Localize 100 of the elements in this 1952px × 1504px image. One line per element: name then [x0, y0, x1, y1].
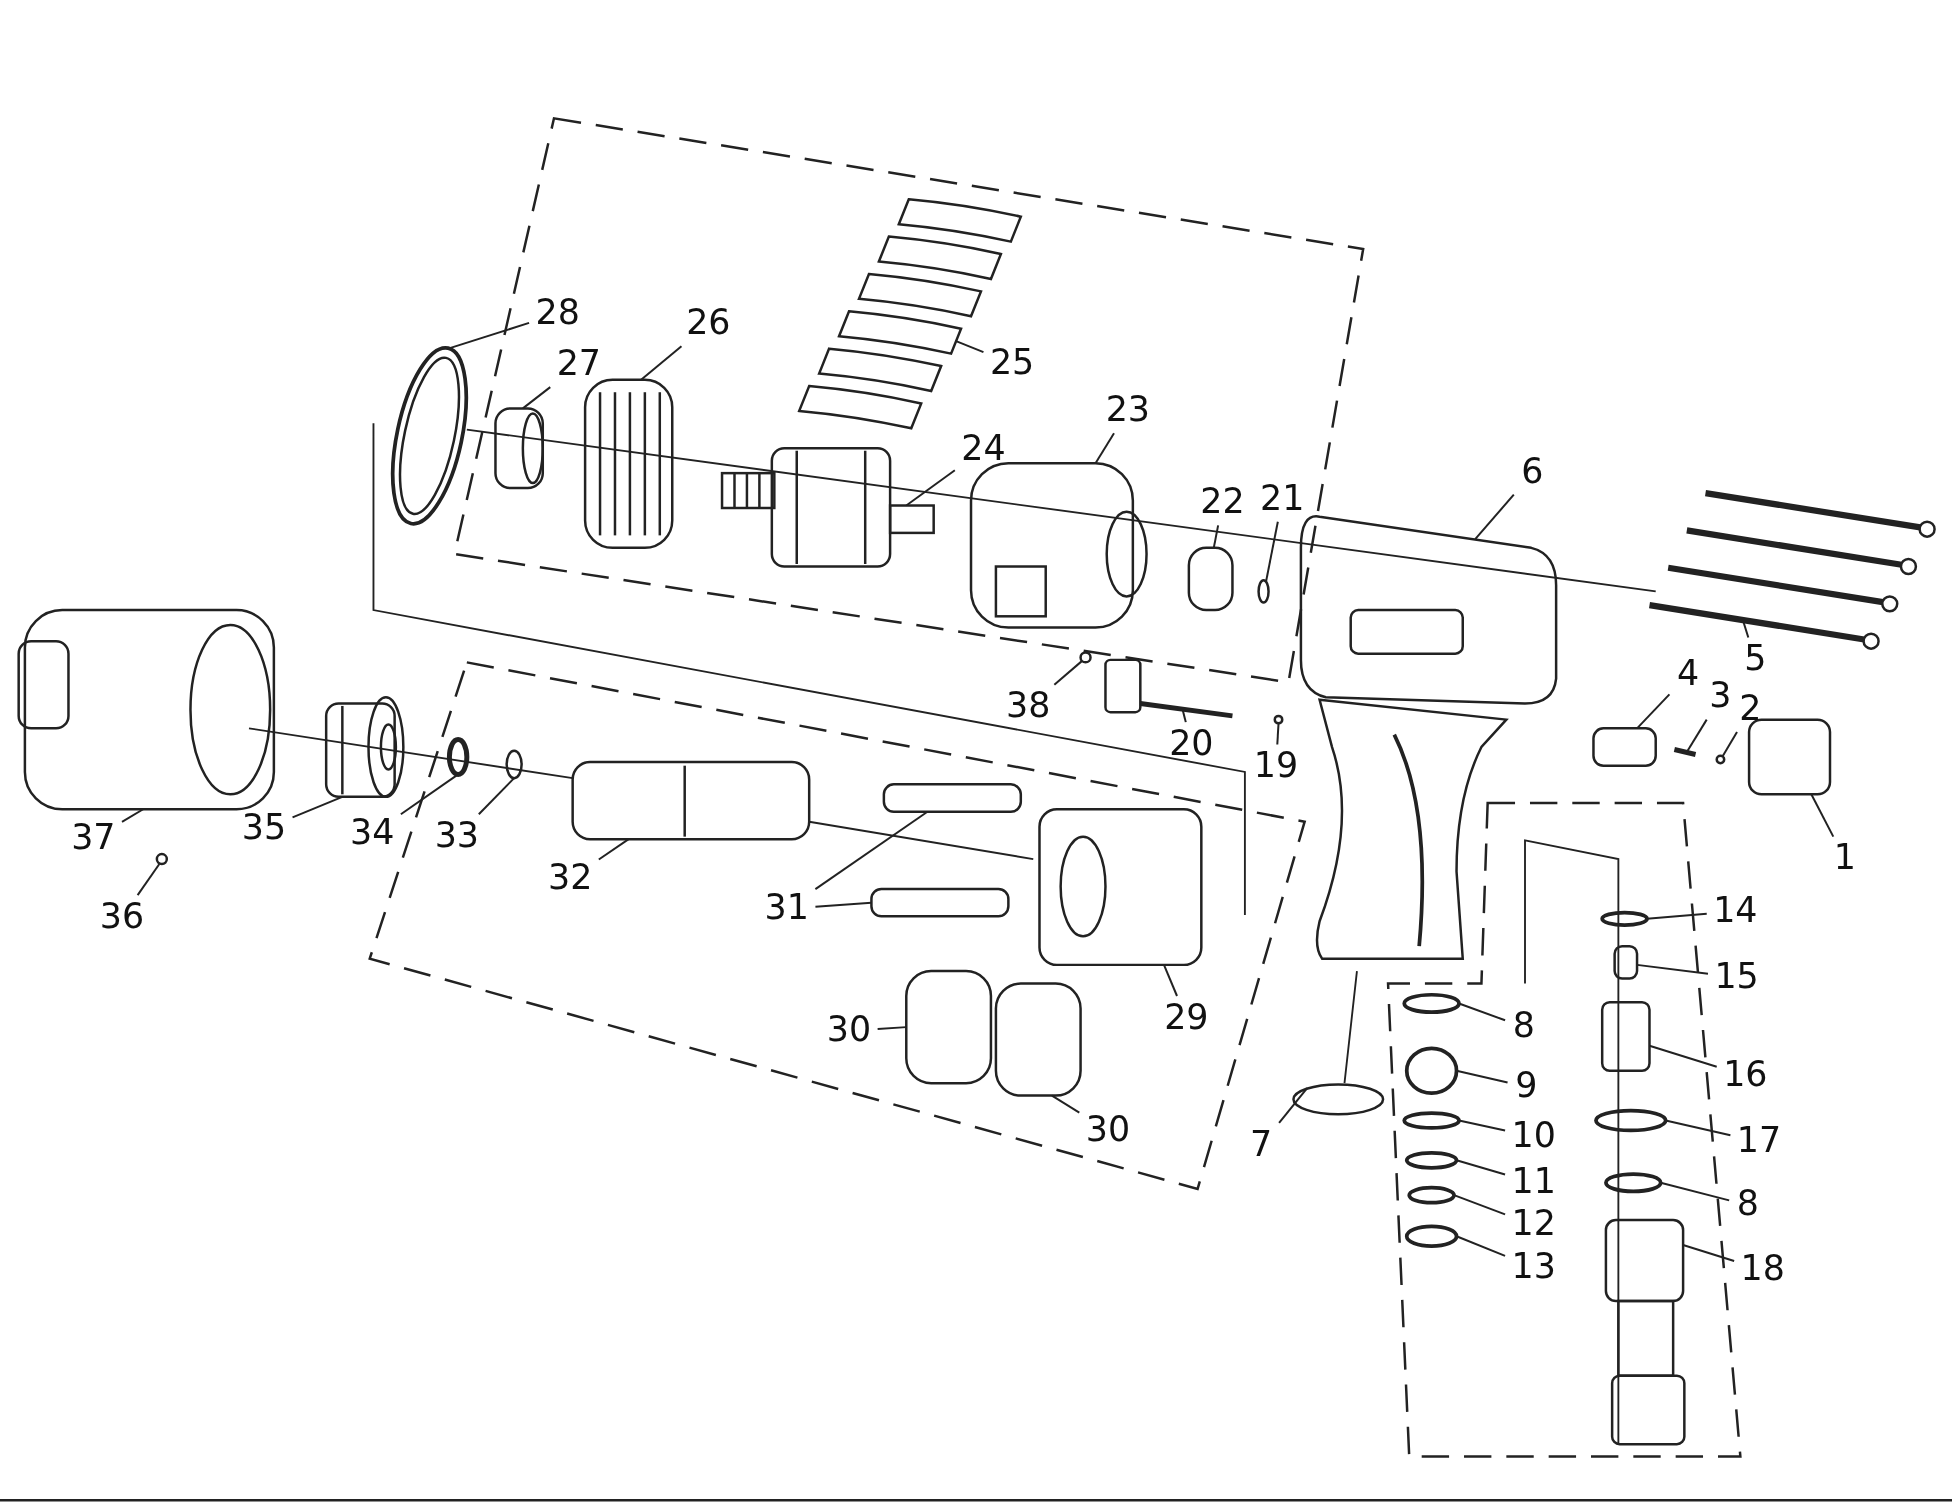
spring-drawing — [1613, 944, 1639, 980]
valve-lever-drawing — [1592, 727, 1657, 767]
leader-line — [1163, 963, 1178, 997]
o-ring-drawing — [1404, 1151, 1459, 1170]
callout-number: 27 — [553, 346, 604, 381]
leader-line — [1050, 1094, 1081, 1114]
pin-drawing — [870, 887, 1010, 918]
callout-number: 24 — [958, 430, 1009, 466]
leader-line — [876, 1026, 908, 1030]
leader-line — [1453, 1194, 1507, 1216]
o-ring-drawing — [1402, 992, 1461, 1015]
hammer-drawing — [905, 969, 993, 1085]
callout-number: 34 — [347, 815, 398, 851]
callout-number: 26 — [683, 305, 734, 340]
washer-drawing — [1402, 1111, 1461, 1130]
anvil-drawing — [571, 760, 811, 841]
callout-number: 15 — [1711, 958, 1762, 994]
callout-number: 8 — [1732, 1186, 1763, 1222]
hammer-cage-drawing — [1038, 808, 1203, 967]
leader-line — [905, 469, 956, 507]
air-inlet-drawing — [1604, 1218, 1686, 1446]
callout-number: 21 — [1257, 480, 1308, 516]
callout-number: 13 — [1508, 1248, 1559, 1284]
callout-number: 9 — [1511, 1068, 1542, 1103]
pin-drawing — [1257, 578, 1270, 604]
leader-line — [1685, 718, 1708, 753]
leader-line — [1721, 731, 1738, 757]
leader-line — [1265, 520, 1279, 583]
callout-number: 35 — [239, 810, 289, 846]
spring-drawing — [1673, 747, 1697, 757]
leader-line — [1458, 1002, 1507, 1022]
valve-seat-drawing — [1600, 910, 1649, 927]
hammer-drawing — [994, 982, 1082, 1097]
leader-line — [1636, 963, 1709, 975]
callout-number: 33 — [431, 817, 482, 853]
ball-drawing — [1079, 651, 1092, 664]
leader-line — [1455, 1159, 1507, 1176]
rotor-drawing — [720, 447, 935, 568]
screw-drawing — [155, 852, 169, 866]
leader-line — [1458, 1119, 1507, 1132]
leader-line — [1455, 1235, 1507, 1257]
callout-number: 38 — [1003, 688, 1054, 724]
bearing-drawing — [494, 407, 545, 490]
ring-drawing — [446, 737, 470, 777]
callout-number: 14 — [1710, 892, 1761, 928]
callout-number: 7 — [1246, 1126, 1276, 1162]
leader-line — [814, 810, 929, 891]
o-ring-drawing — [1604, 1172, 1663, 1194]
callout-number: 12 — [1508, 1206, 1559, 1242]
exhaust-deflector-drawing — [1292, 1083, 1385, 1116]
ring-drawing — [505, 749, 523, 780]
callout-number: 5 — [1740, 641, 1771, 676]
callout-number: 3 — [1705, 678, 1736, 714]
callout-number: 22 — [1197, 484, 1248, 520]
callout-number: 6 — [1517, 454, 1548, 490]
hammer-case-drawing — [17, 608, 276, 811]
gasket-ring-drawing — [390, 346, 469, 526]
cylinder-drawing — [969, 461, 1148, 629]
leader-line — [1455, 1069, 1509, 1084]
pin-drawing — [882, 783, 1023, 813]
callout-number: 8 — [1508, 1008, 1539, 1044]
callout-number: 10 — [1508, 1117, 1559, 1153]
leader-line — [597, 838, 630, 861]
leader-line — [1636, 693, 1671, 730]
leader-line — [1810, 793, 1835, 838]
callout-number: 23 — [1102, 392, 1153, 427]
end-plate-drawing — [583, 378, 674, 550]
leader-line — [1659, 1181, 1731, 1202]
o-ring-drawing — [1594, 1108, 1668, 1133]
callout-number: 11 — [1508, 1163, 1559, 1199]
callout-number: 2 — [1735, 690, 1766, 726]
callout-number: 16 — [1720, 1056, 1771, 1092]
callout-number: 37 — [68, 820, 119, 856]
leader-line — [955, 340, 985, 354]
callout-number: 1 — [1830, 840, 1860, 876]
bushing-drawing — [324, 695, 405, 799]
leader-line — [521, 386, 552, 410]
leader-line — [1664, 1119, 1732, 1137]
leader-line — [1648, 1044, 1718, 1068]
washer-drawing — [1407, 1185, 1456, 1205]
callout-number: 31 — [761, 890, 812, 925]
leader-line — [1474, 493, 1515, 541]
leader-line — [1212, 524, 1220, 549]
leader-line — [477, 777, 516, 816]
callout-number: 4 — [1673, 656, 1703, 691]
leader-line — [640, 345, 683, 381]
leader-line — [1646, 912, 1708, 920]
leader-line — [1094, 432, 1115, 465]
bushing-drawing — [1404, 1224, 1459, 1249]
leader-line — [1276, 722, 1280, 746]
callout-number: 36 — [97, 898, 147, 934]
leader-line — [136, 863, 161, 897]
leader-line — [814, 901, 873, 908]
leader-line — [1053, 660, 1083, 686]
callout-number: 19 — [1251, 748, 1301, 784]
bearing-drawing — [1187, 546, 1234, 612]
leader-line — [1682, 1244, 1736, 1262]
end-cap-drawing — [1747, 718, 1832, 796]
callout-number: 17 — [1734, 1122, 1784, 1158]
callout-number: 18 — [1737, 1251, 1788, 1286]
